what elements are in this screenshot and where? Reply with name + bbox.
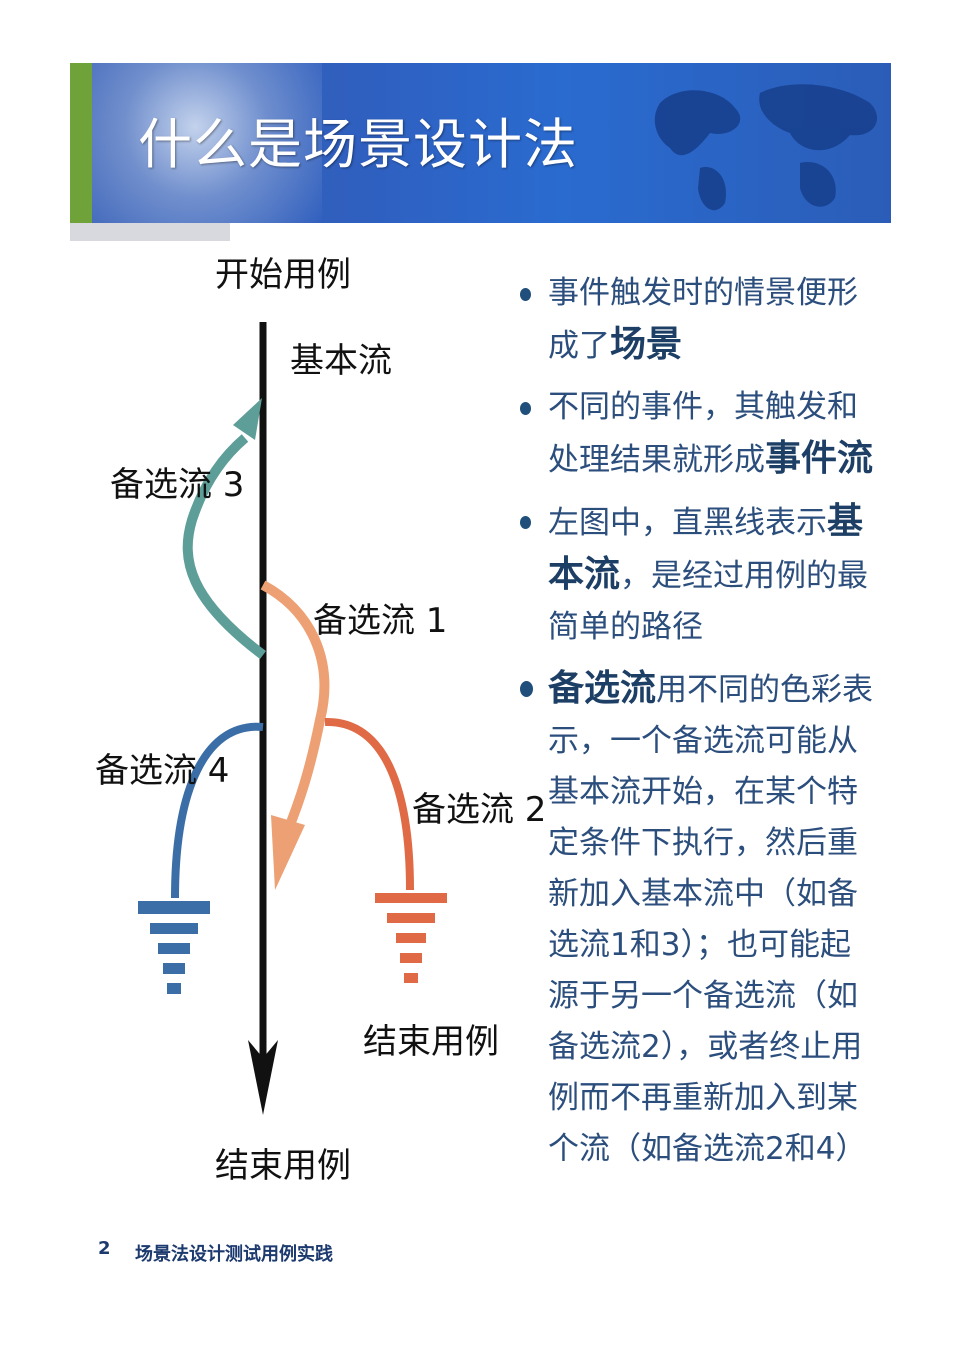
banner-accent-bar bbox=[70, 63, 92, 223]
alt-flow-1-label: 备选流 1 bbox=[313, 601, 448, 641]
bullet-dot-icon bbox=[520, 288, 531, 301]
end-use-case-label-bottom: 结束用例 bbox=[215, 1146, 351, 1186]
alt-flow-1-arrow bbox=[260, 580, 330, 890]
world-map-decoration bbox=[654, 84, 878, 211]
alt-flow-4-label: 备选流 4 bbox=[95, 751, 230, 791]
end-use-case-label-right: 结束用例 bbox=[363, 1022, 499, 1062]
bullet-list: 事件触发时的情景便形成了场景 不同的事件，其触发和处理结果就形成事件流 左图中，… bbox=[520, 268, 880, 1185]
basic-flow-line bbox=[248, 322, 278, 1115]
alt-flow-2-arc bbox=[324, 717, 447, 983]
alt-flow-3-label: 备选流 3 bbox=[110, 465, 245, 505]
alt-flow-4-arc bbox=[138, 722, 264, 994]
alt-flow-2-label: 备选流 2 bbox=[412, 790, 547, 830]
page-title: 什么是场景设计法 bbox=[138, 113, 578, 176]
banner-underline bbox=[70, 223, 230, 241]
bullet-item: 备选流用不同的色彩表示，一个备选流可能从基本流开始，在某个特定条件下执行，然后重… bbox=[520, 663, 880, 1175]
basic-flow-label: 基本流 bbox=[290, 341, 392, 381]
bullet-item: 左图中，直黑线表示基本流，是经过用例的最简单的路径 bbox=[520, 496, 880, 653]
alt-flow-3-arrow bbox=[182, 398, 267, 659]
bullet-dot-icon bbox=[520, 402, 531, 415]
bullet-item: 不同的事件，其触发和处理结果就形成事件流 bbox=[520, 382, 880, 486]
bullet-item: 事件触发时的情景便形成了场景 bbox=[520, 268, 880, 372]
footer-title: 场景法设计测试用例实践 bbox=[135, 1244, 333, 1265]
bullet-dot-icon bbox=[520, 681, 533, 697]
start-use-case-label: 开始用例 bbox=[215, 255, 351, 295]
bullet-dot-icon bbox=[520, 516, 531, 529]
globe-decoration bbox=[92, 63, 322, 223]
page-number: 2 bbox=[98, 1238, 111, 1259]
